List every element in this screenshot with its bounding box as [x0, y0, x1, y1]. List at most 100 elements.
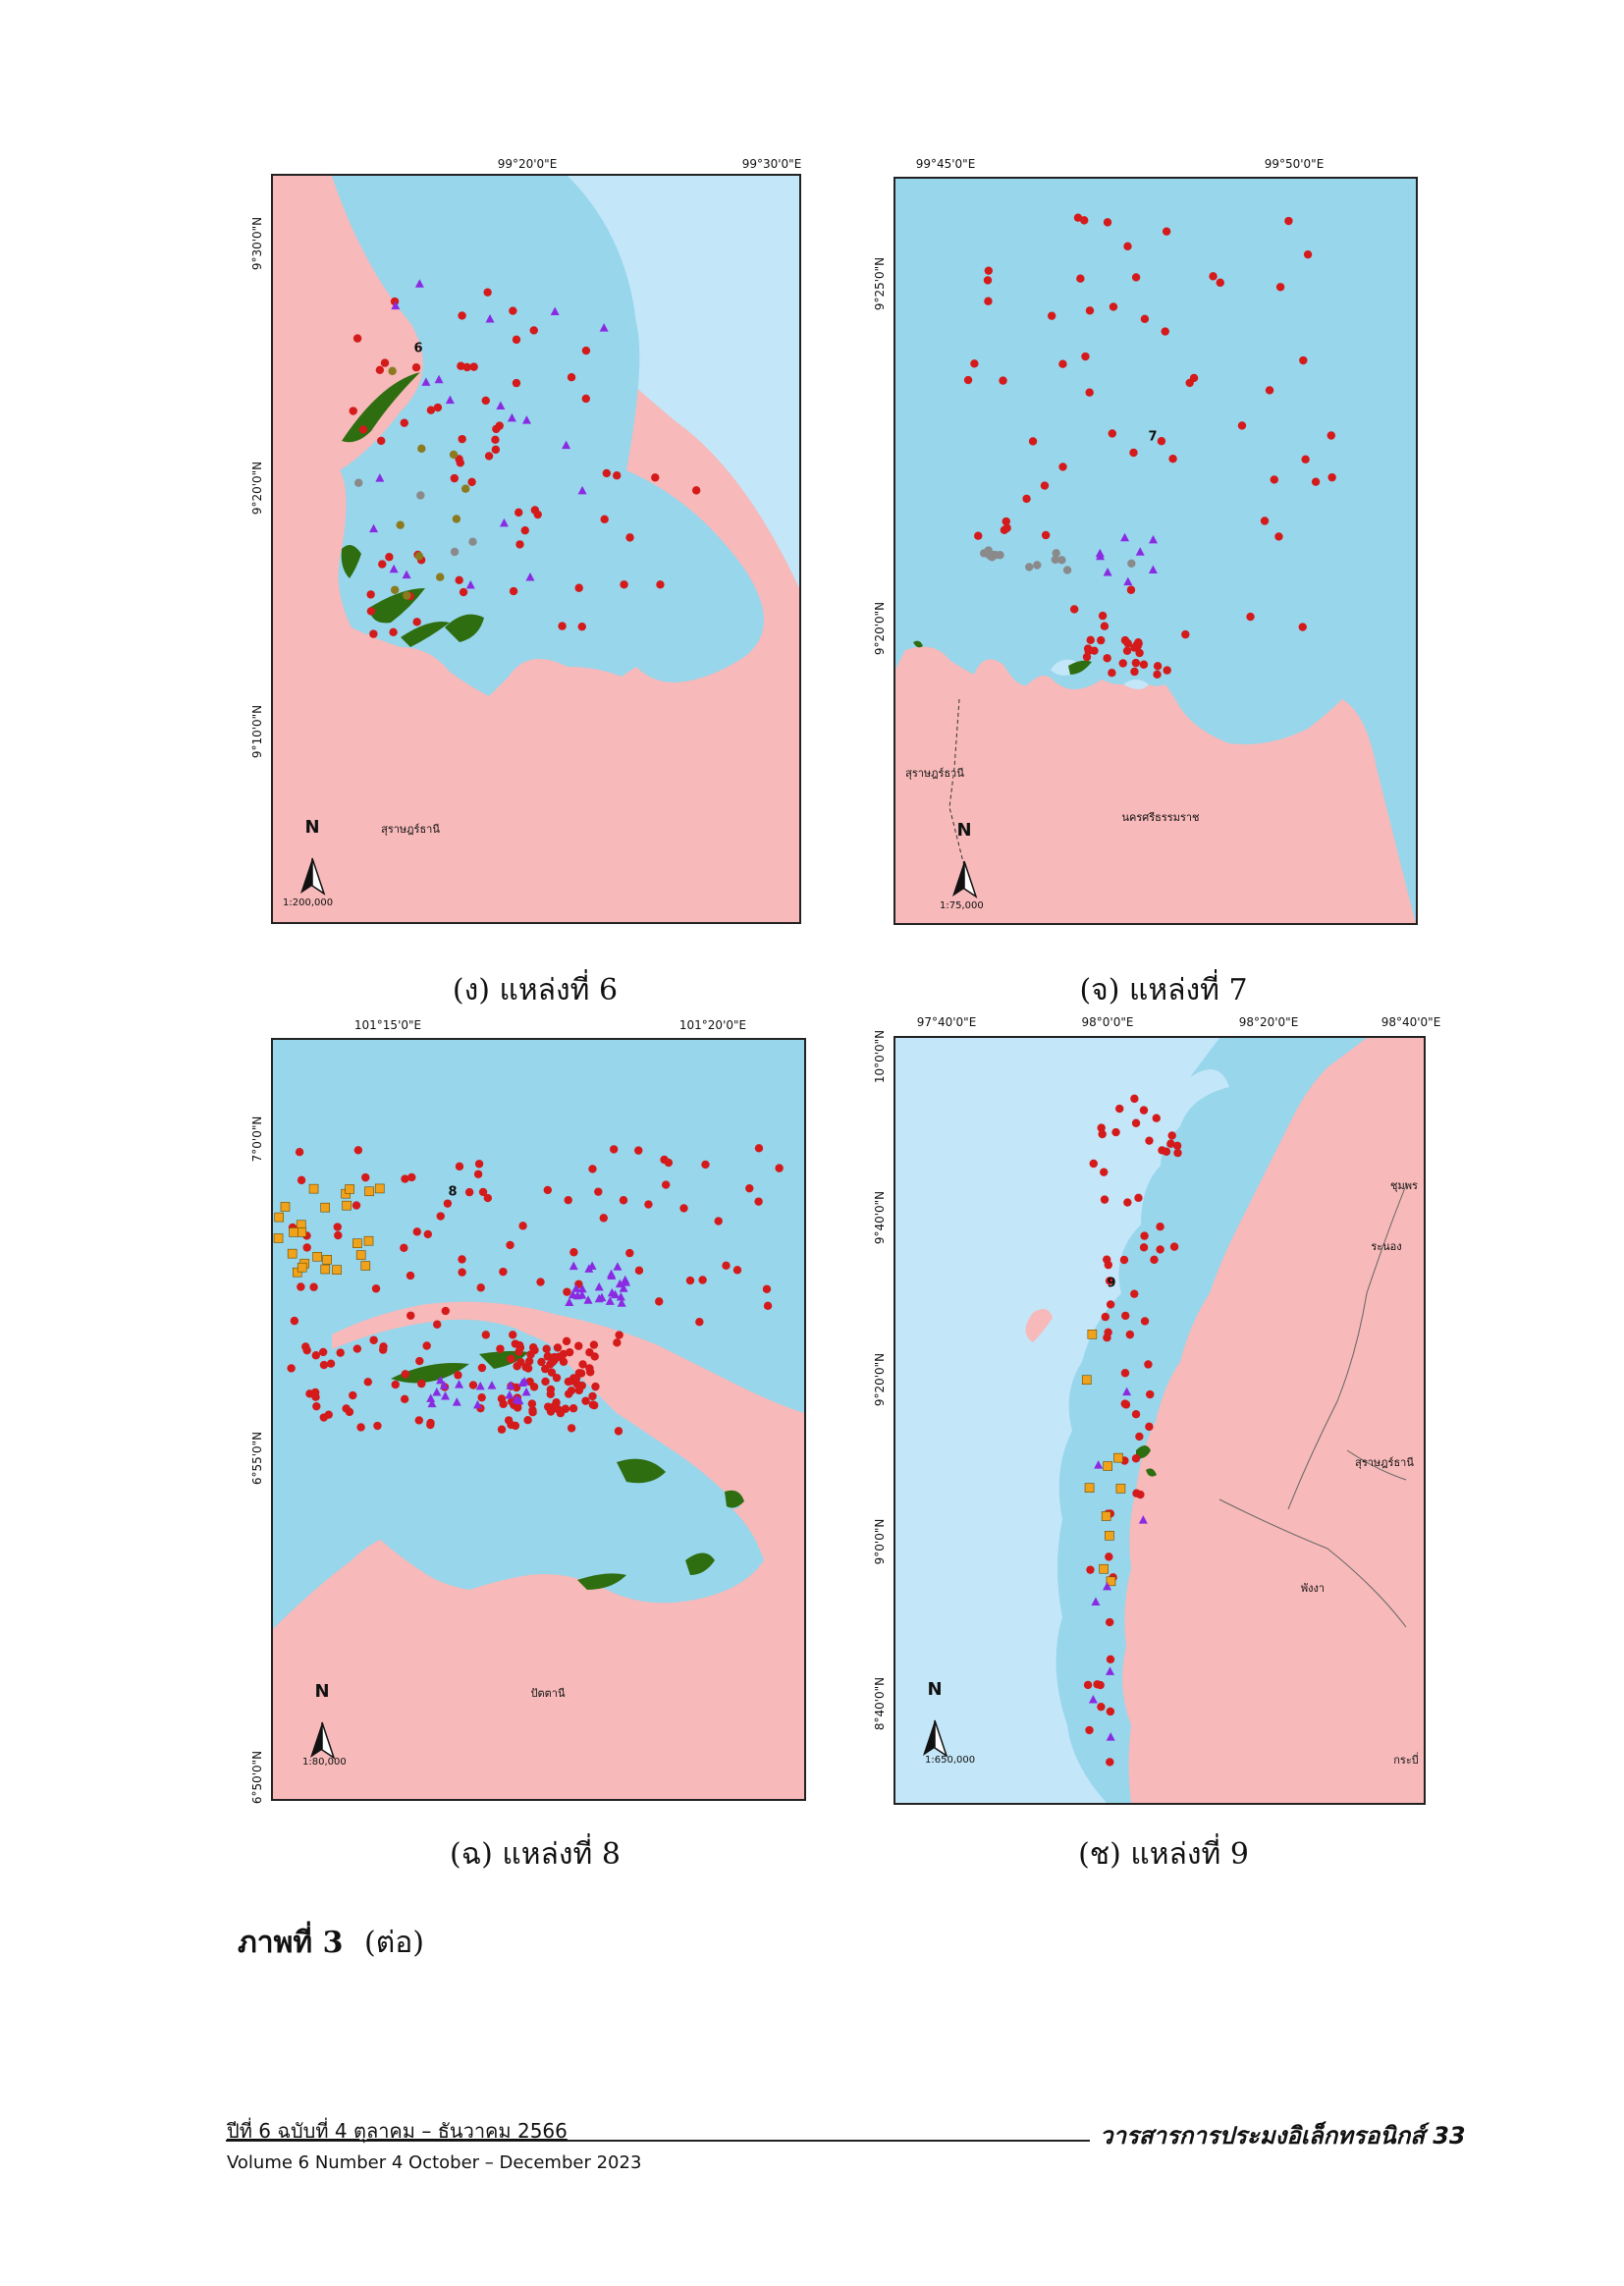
survey-point-circle: [511, 1421, 520, 1431]
survey-point-circle: [495, 421, 504, 430]
survey-point-triangle: [619, 1283, 628, 1292]
lat-label: 7°0'0"N: [250, 1116, 264, 1163]
survey-point-circle: [581, 346, 591, 355]
survey-point-circle: [1098, 611, 1108, 621]
survey-point-circle: [380, 358, 390, 367]
survey-point-triangle: [426, 1393, 436, 1402]
survey-point-circle: [1076, 274, 1085, 283]
survey-point-square: [352, 1238, 362, 1248]
survey-point-circle: [1162, 1147, 1171, 1157]
figure-label: ภาพที่ 3: [238, 1926, 344, 1960]
survey-point-circle: [311, 1392, 320, 1401]
survey-point-circle: [509, 306, 517, 315]
survey-point-circle: [1041, 530, 1051, 540]
survey-point-circle: [390, 585, 400, 594]
survey-point-circle: [509, 586, 518, 596]
lat-label: 9°40'0"N: [873, 1190, 887, 1245]
survey-point-triangle: [375, 473, 385, 482]
survey-point-triangle: [594, 1281, 604, 1291]
survey-point-circle: [324, 1410, 333, 1419]
survey-point-circle: [1145, 1136, 1154, 1145]
survey-point-circle: [1081, 352, 1090, 361]
footer-divider: [226, 2140, 1090, 2142]
survey-point-circle: [352, 1344, 362, 1353]
survey-point-circle: [585, 1348, 594, 1357]
survey-point-circle: [1140, 1231, 1149, 1240]
survey-point-triangle: [1106, 1666, 1115, 1675]
survey-point-square: [322, 1254, 332, 1265]
survey-point-square: [360, 1261, 371, 1271]
survey-point-circle: [634, 1266, 644, 1276]
survey-point-circle: [1127, 559, 1136, 568]
survey-point-circle: [468, 537, 477, 546]
lat-label: 9°20'0"N: [250, 461, 264, 516]
survey-point-circle: [523, 1416, 532, 1425]
survey-point-circle: [661, 1180, 671, 1189]
survey-point-circle: [352, 334, 362, 343]
survey-point-circle: [1104, 1260, 1112, 1270]
survey-point-circle: [602, 468, 612, 478]
survey-point-triangle: [452, 1397, 461, 1406]
survey-point-circle: [1152, 1114, 1161, 1122]
survey-point-circle: [506, 1240, 514, 1250]
survey-point-triangle: [599, 323, 609, 332]
survey-point-circle: [1108, 429, 1117, 438]
survey-point-triangle: [436, 1375, 446, 1385]
survey-point-circle: [528, 1343, 538, 1352]
survey-point-triangle: [432, 1387, 442, 1396]
survey-point-circle: [1051, 555, 1060, 565]
survey-point-circle: [450, 473, 460, 483]
survey-point-circle: [574, 1341, 583, 1350]
survey-point-triangle: [571, 1283, 581, 1292]
survey-point-circle: [1057, 556, 1066, 565]
survey-point-circle: [1086, 635, 1095, 645]
survey-point-circle: [514, 1340, 524, 1350]
survey-point-circle: [599, 1214, 609, 1223]
survey-point-circle: [537, 1357, 546, 1367]
survey-point-circle: [552, 1373, 562, 1383]
survey-point-circle: [400, 418, 408, 427]
survey-point-circle: [974, 531, 983, 540]
survey-point-circle: [491, 435, 500, 445]
survey-point-circle: [1326, 431, 1335, 440]
survey-point-circle: [375, 365, 385, 375]
survey-point-circle: [1275, 283, 1285, 292]
survey-point-circle: [526, 1350, 535, 1359]
north-arrow-icon: [310, 1721, 336, 1760]
survey-point-circle: [436, 1212, 445, 1221]
survey-point-triangle: [613, 1262, 623, 1271]
survey-point-circle: [1105, 1552, 1113, 1561]
survey-point-circle: [1284, 216, 1293, 226]
survey-point-circle: [443, 1199, 453, 1208]
survey-point-circle: [1123, 242, 1132, 250]
survey-point-circle: [1301, 455, 1310, 463]
survey-point-square: [1099, 1563, 1109, 1574]
survey-point-triangle: [1120, 532, 1130, 542]
survey-point-circle: [656, 580, 665, 589]
survey-point-triangle: [369, 523, 379, 533]
survey-point-circle: [478, 1187, 488, 1197]
survey-point-circle: [1083, 1680, 1093, 1690]
survey-point-circle: [481, 396, 490, 406]
survey-point-circle: [496, 1344, 505, 1353]
survey-point-square: [312, 1251, 322, 1262]
survey-point-circle: [564, 1389, 573, 1398]
survey-point-circle: [499, 1267, 508, 1277]
footer-journal-title: วารสารการประมงอิเล็กทรอนิกส์ 33: [1100, 2122, 1466, 2150]
survey-point-circle: [1131, 658, 1141, 668]
survey-point-circle: [644, 1200, 653, 1209]
survey-point-circle: [619, 1196, 628, 1205]
survey-point-circle: [349, 407, 357, 415]
survey-point-circle: [1189, 373, 1199, 383]
survey-point-triangle: [1103, 567, 1112, 576]
survey-point-circle: [530, 506, 540, 515]
survey-point-circle: [504, 1416, 514, 1425]
survey-point-circle: [1105, 1617, 1114, 1627]
survey-point-circle: [1105, 1277, 1114, 1285]
lon-label: 99°30'0"E: [741, 157, 802, 171]
survey-point-square: [1106, 1576, 1116, 1587]
survey-point-circle: [1209, 272, 1218, 281]
north-arrow: N: [302, 1681, 342, 1762]
survey-point-circle: [625, 1248, 634, 1258]
survey-point-circle: [1093, 1680, 1102, 1689]
